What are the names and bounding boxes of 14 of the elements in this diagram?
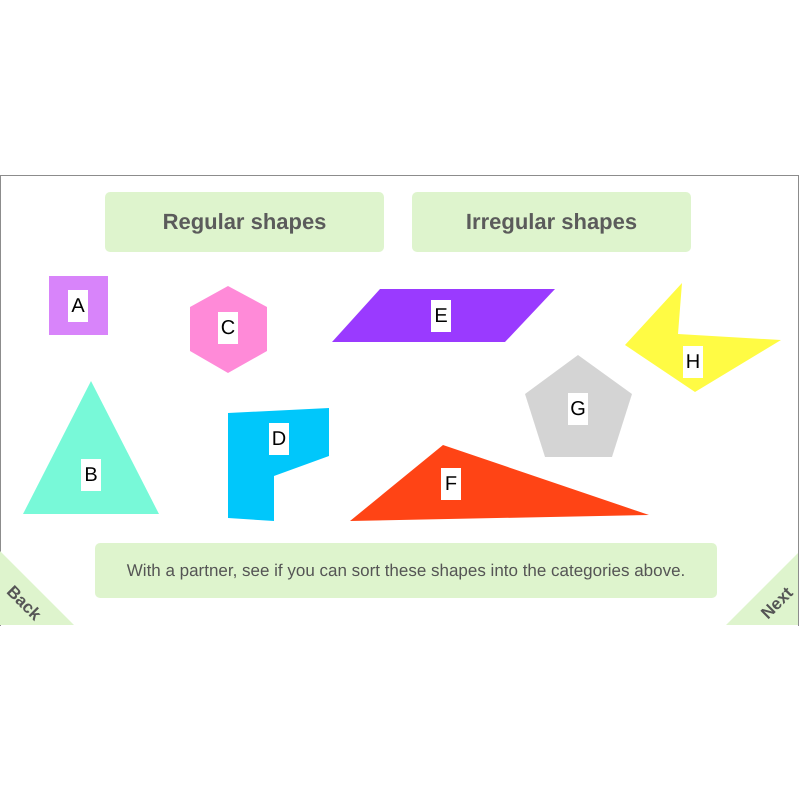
- heading-panel: [105, 192, 384, 252]
- instruction-text: With a partner, see if you can sort these shapes into the categories above.: [126, 560, 686, 582]
- heading-text: Irregular shapes: [466, 211, 638, 233]
- letter-label: C: [218, 312, 238, 344]
- heading-text: Regular shapes: [162, 211, 326, 233]
- letter-label: E: [431, 300, 451, 332]
- instruction-panel: [95, 543, 717, 598]
- letter-label: G: [568, 393, 588, 425]
- letter-label: A: [68, 290, 88, 322]
- heading-panel: [412, 192, 691, 252]
- letter-label: H: [683, 346, 703, 378]
- letter-label: F: [441, 468, 461, 500]
- letter-label: B: [81, 459, 101, 491]
- letter-label: D: [269, 423, 289, 455]
